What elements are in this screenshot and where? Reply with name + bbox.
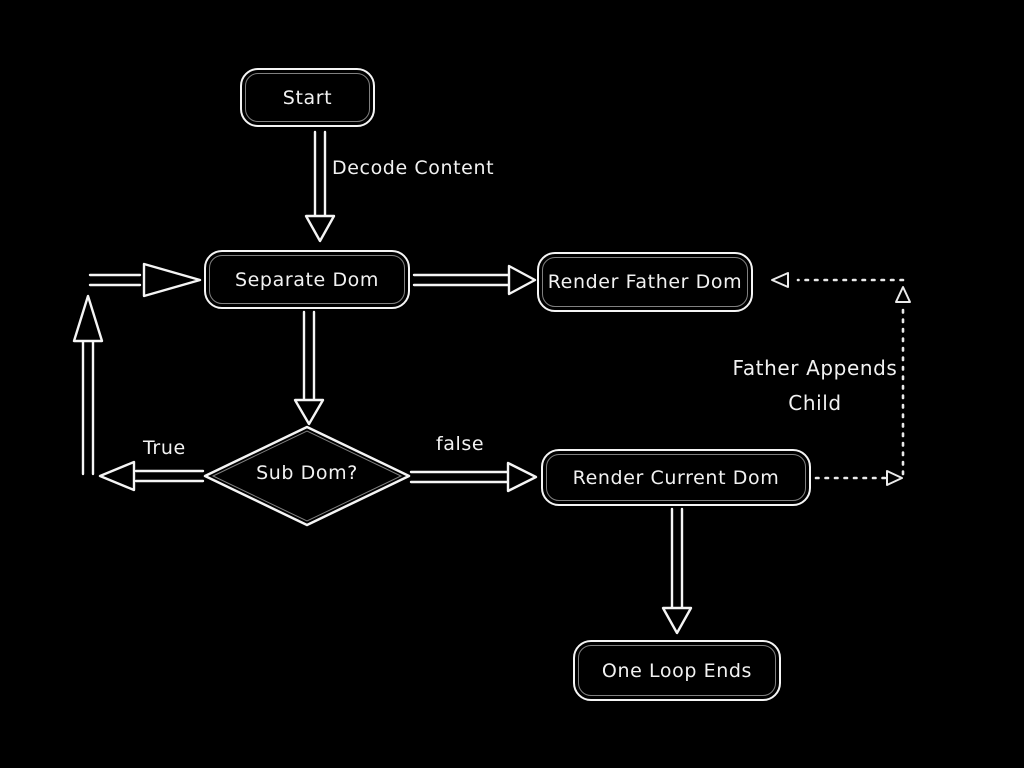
node-start: Start [240,68,375,127]
arrow-false-branch [409,461,538,493]
arrow-current-to-end [661,507,693,635]
node-separate-dom: Separate Dom [204,250,410,309]
edge-label-father-appends-child: Father Appends Child [732,356,898,415]
edge-label-decode-content: Decode Content [332,157,495,179]
sub-dom-diamond-shape [203,425,411,527]
node-one-loop-ends: One Loop Ends [573,640,781,701]
arrow-start-to-separate-dom [304,130,336,243]
arrow-separate-to-father [412,264,537,296]
edge-label-false: false [436,433,485,455]
node-render-father-dom: Render Father Dom [537,252,753,312]
node-render-current-dom: Render Current Dom [541,449,811,506]
arrow-father-appends-child-dotted [771,272,911,486]
edge-label-true: True [143,437,186,459]
arrow-true-loop [72,262,205,492]
node-sub-dom-label: Sub Dom? [256,462,358,484]
arrow-separate-to-subdom [293,310,325,426]
